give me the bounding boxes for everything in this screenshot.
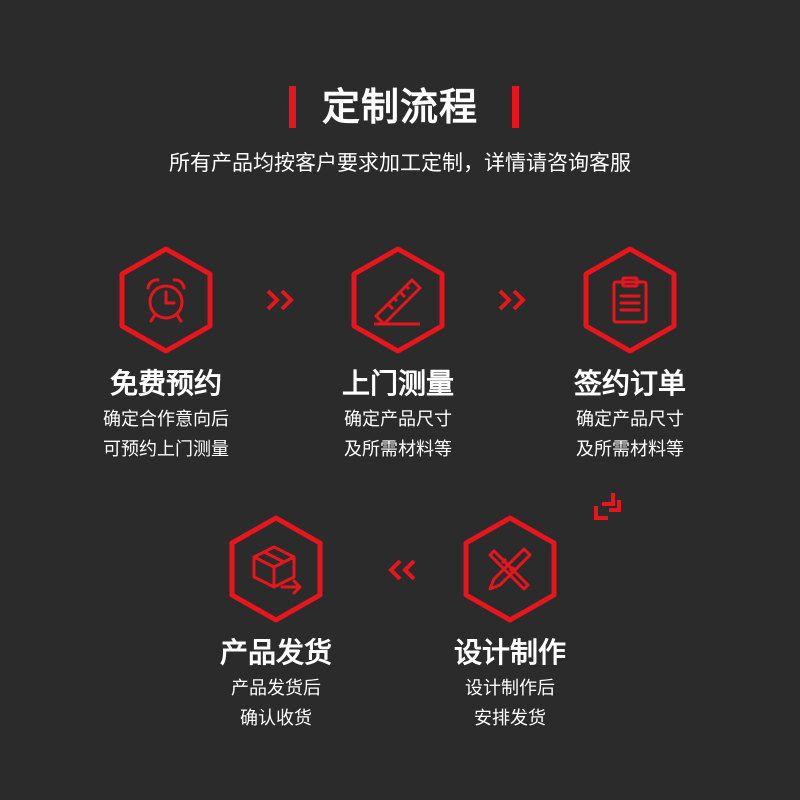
hexagon-frame bbox=[229, 515, 323, 623]
double-chevron-left-icon bbox=[388, 559, 416, 581]
step-desc-line-1: 设计制作后 bbox=[465, 678, 555, 699]
title-bar-right bbox=[512, 86, 519, 128]
clipboard-icon bbox=[612, 276, 648, 324]
hexagon-frame bbox=[119, 246, 213, 354]
hexagon-frame bbox=[463, 515, 557, 623]
page-title: 定制流程 bbox=[321, 85, 478, 129]
step-title: 免费预约 bbox=[109, 367, 222, 400]
step-title: 产品发货 bbox=[219, 636, 332, 669]
step-title: 上门测量 bbox=[341, 367, 454, 400]
title-bar-left bbox=[289, 86, 296, 128]
package-icon bbox=[252, 545, 302, 595]
hexagon-frame bbox=[583, 246, 677, 354]
step-desc-line-1: 确定合作意向后 bbox=[103, 409, 229, 430]
step-desc-line-2: 及所需材料等 bbox=[576, 439, 684, 460]
pencil-ruler-icon bbox=[488, 547, 532, 591]
hexagon-frame bbox=[351, 246, 445, 354]
double-chevron-right-icon bbox=[266, 289, 294, 311]
step-desc-line-2: 及所需材料等 bbox=[344, 439, 452, 460]
step-desc-line-1: 确定产品尺寸 bbox=[344, 409, 452, 430]
step-desc-line-1: 产品发货后 bbox=[231, 678, 321, 699]
step-title: 设计制作 bbox=[453, 636, 566, 669]
ruler-icon bbox=[374, 278, 422, 326]
step-desc-line-1: 确定产品尺寸 bbox=[576, 409, 684, 430]
step-desc-line-2: 可预约上门测量 bbox=[103, 439, 229, 460]
alarm-clock-icon bbox=[146, 278, 186, 323]
step-desc-line-2: 确认收货 bbox=[240, 708, 312, 729]
double-chevron-right-icon bbox=[498, 289, 526, 311]
page-subtitle: 所有产品均按客户要求加工定制，详情请咨询客服 bbox=[169, 151, 631, 175]
step-title: 签约订单 bbox=[573, 367, 686, 400]
step-desc-line-2: 安排发货 bbox=[474, 708, 546, 729]
double-chevron-down-left-icon bbox=[594, 493, 621, 520]
